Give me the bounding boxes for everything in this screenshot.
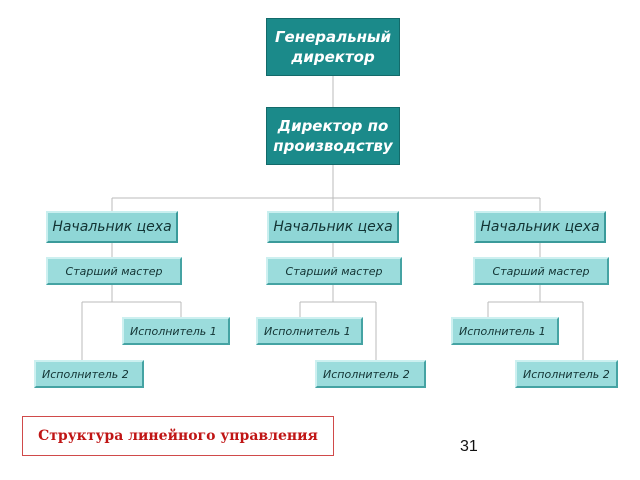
worker-box-d3-2: Исполнитель 2	[515, 360, 618, 388]
worker-box-d1-1: Исполнитель 1	[122, 317, 230, 345]
worker-label: Исполнитель 2	[323, 367, 410, 381]
department-chief-box-3: Начальник цеха	[474, 211, 606, 243]
worker-label: Исполнитель 1	[130, 324, 217, 338]
page-number: 31	[460, 438, 478, 455]
caption-text: Структура линейного управления	[38, 428, 318, 444]
worker-box-d1-2: Исполнитель 2	[34, 360, 144, 388]
senior-master-box-2: Старший мастер	[266, 257, 402, 285]
senior-master-label: Старший мастер	[492, 264, 590, 278]
diagram-caption: Структура линейного управления	[22, 416, 334, 456]
senior-master-box-1: Старший мастер	[46, 257, 182, 285]
department-chief-box-1: Начальник цеха	[46, 211, 178, 243]
worker-label: Исполнитель 2	[42, 367, 129, 381]
worker-box-d2-2: Исполнитель 2	[315, 360, 426, 388]
general-director-label: Генеральный директор	[274, 28, 392, 66]
worker-label: Исполнитель 1	[264, 324, 351, 338]
senior-master-label: Старший мастер	[285, 264, 383, 278]
worker-box-d2-1: Исполнитель 1	[256, 317, 363, 345]
department-chief-label: Начальник цеха	[273, 219, 393, 235]
worker-box-d3-1: Исполнитель 1	[451, 317, 559, 345]
production-director-label: Директор по производству	[273, 117, 393, 155]
general-director-box: Генеральный директор	[266, 18, 400, 76]
production-director-box: Директор по производству	[266, 107, 400, 165]
department-chief-box-2: Начальник цеха	[267, 211, 399, 243]
senior-master-label: Старший мастер	[65, 264, 163, 278]
worker-label: Исполнитель 1	[459, 324, 546, 338]
worker-label: Исполнитель 2	[523, 367, 610, 381]
senior-master-box-3: Старший мастер	[473, 257, 609, 285]
department-chief-label: Начальник цеха	[52, 219, 172, 235]
department-chief-label: Начальник цеха	[480, 219, 600, 235]
